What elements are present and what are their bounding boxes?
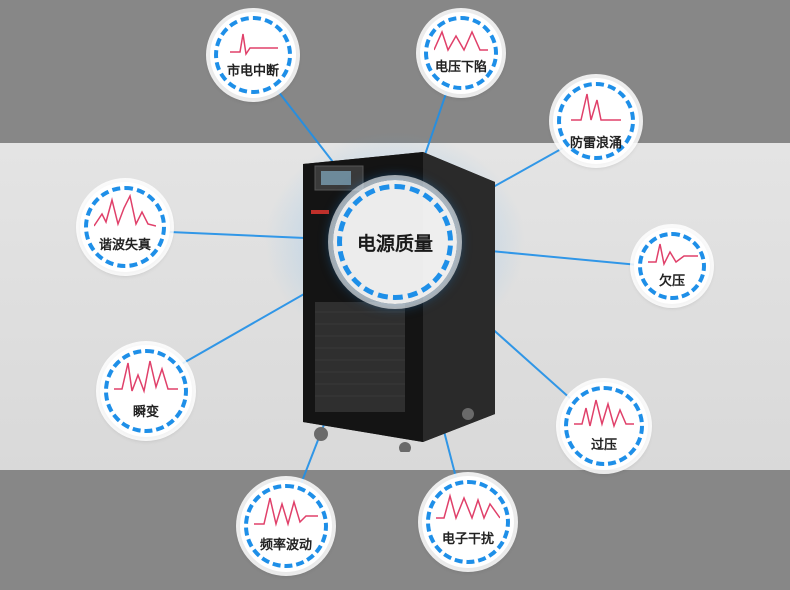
node-label: 谐波失真 bbox=[98, 238, 151, 253]
node-transient: 瞬变 bbox=[100, 345, 192, 437]
node-frequency: 频率波动 bbox=[240, 480, 332, 572]
center-label: 电源质量 bbox=[356, 233, 433, 255]
node-voltage-sag: 电压下陷 bbox=[420, 12, 502, 94]
node-label: 欠压 bbox=[658, 274, 685, 289]
background-top-band bbox=[0, 0, 790, 143]
node-ring bbox=[426, 480, 510, 564]
wave-icon bbox=[571, 93, 621, 121]
wave-icon bbox=[436, 493, 500, 521]
node-mains-outage: 市电中断 bbox=[210, 12, 296, 98]
node-label: 市电中断 bbox=[226, 64, 279, 79]
node-ring bbox=[214, 16, 292, 94]
node-label: 电子干扰 bbox=[441, 532, 494, 547]
node-noise: 电子干扰 bbox=[422, 476, 514, 568]
wave-icon bbox=[574, 399, 634, 429]
node-undervoltage: 欠压 bbox=[634, 228, 710, 304]
node-ring bbox=[564, 386, 644, 466]
node-harmonic: 谐波失真 bbox=[80, 182, 170, 272]
node-label: 过压 bbox=[590, 438, 617, 453]
wave-icon bbox=[434, 29, 488, 52]
node-ring bbox=[638, 232, 706, 300]
wave-icon bbox=[94, 194, 156, 227]
node-ring bbox=[104, 349, 188, 433]
node-ring bbox=[557, 82, 635, 160]
node-label: 防雷浪涌 bbox=[569, 136, 622, 151]
node-label: 瞬变 bbox=[132, 405, 159, 420]
wave-icon bbox=[254, 497, 318, 527]
center-ring bbox=[337, 184, 453, 300]
node-label: 频率波动 bbox=[259, 538, 312, 553]
wave-icon bbox=[114, 360, 178, 394]
background-bottom-band bbox=[0, 470, 790, 590]
node-overvoltage: 过压 bbox=[560, 382, 648, 470]
wave-icon bbox=[648, 243, 698, 267]
node-ring bbox=[244, 484, 328, 568]
node-ring bbox=[84, 186, 166, 268]
wave-icon bbox=[230, 33, 278, 57]
center-hub: 电源质量 bbox=[333, 180, 457, 304]
node-surge: 防雷浪涌 bbox=[553, 78, 639, 164]
node-ring bbox=[424, 16, 498, 90]
node-label: 电压下陷 bbox=[434, 60, 487, 75]
